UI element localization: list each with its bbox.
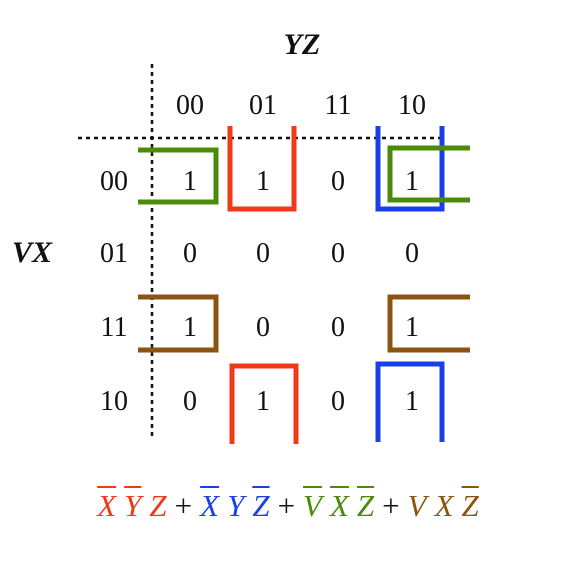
map-cell: 1 xyxy=(405,386,419,417)
blue-group-bottom xyxy=(375,361,445,442)
column-label: 00 xyxy=(176,90,204,121)
column-label: 01 xyxy=(249,90,277,121)
row-labels: 00 01 11 10 xyxy=(100,166,128,417)
map-cell: 1 xyxy=(405,166,419,197)
column-labels: 00 01 11 10 xyxy=(176,90,426,121)
map-cell: 1 xyxy=(256,386,270,417)
term-literal: X xyxy=(434,488,454,523)
map-cell: 1 xyxy=(183,312,197,343)
map-cell: 1 xyxy=(183,166,197,197)
row-label: 00 xyxy=(100,166,128,197)
karnaugh-map: YZ VX 00 01 11 10 00 01 11 10 1 1 0 1 0 … xyxy=(12,28,470,444)
term-literal: X xyxy=(97,488,117,523)
map-cell: 0 xyxy=(183,386,197,417)
map-cell: 0 xyxy=(331,238,345,269)
column-label: 11 xyxy=(325,90,352,121)
row-label: 01 xyxy=(100,238,128,269)
column-variables-label: YZ xyxy=(284,28,321,61)
term-literal: Y xyxy=(124,488,142,523)
term-literal: V xyxy=(303,488,322,523)
map-cell: 0 xyxy=(256,312,270,343)
brown-group-right xyxy=(387,294,470,353)
map-cell: 1 xyxy=(405,312,419,343)
green-group-right xyxy=(387,145,470,203)
plus-operator: + xyxy=(382,488,400,523)
term-literal: Z xyxy=(461,488,479,523)
blue-group-top xyxy=(375,126,445,212)
groupings xyxy=(138,126,470,444)
row-label: 10 xyxy=(100,386,128,417)
plus-operator: + xyxy=(174,488,193,523)
term-literal: X xyxy=(329,488,349,523)
term-literal: Z xyxy=(149,488,167,523)
brown-group-left xyxy=(138,294,219,353)
term-literal: Y xyxy=(227,488,245,523)
map-cell: 0 xyxy=(331,386,345,417)
map-cell: 0 xyxy=(331,166,345,197)
green-group-left xyxy=(138,147,219,205)
red-group-top xyxy=(227,126,297,212)
term-literal: Z xyxy=(252,488,270,523)
map-cell: 1 xyxy=(256,166,270,197)
column-label: 10 xyxy=(398,90,426,121)
row-label: 11 xyxy=(101,312,128,343)
term-literal: X xyxy=(200,488,220,523)
red-group-bottom xyxy=(229,363,299,444)
map-cell: 0 xyxy=(331,312,345,343)
plus-operator: + xyxy=(277,488,296,523)
map-cell: 0 xyxy=(183,238,197,269)
row-variables-label: VX xyxy=(12,236,53,269)
map-cell: 0 xyxy=(256,238,270,269)
term-literal: V xyxy=(407,488,427,523)
map-cells: 1 1 0 1 0 0 0 0 1 0 0 1 0 1 0 1 xyxy=(183,166,419,417)
term-literal: Z xyxy=(356,488,375,523)
map-cell: 0 xyxy=(405,238,419,269)
